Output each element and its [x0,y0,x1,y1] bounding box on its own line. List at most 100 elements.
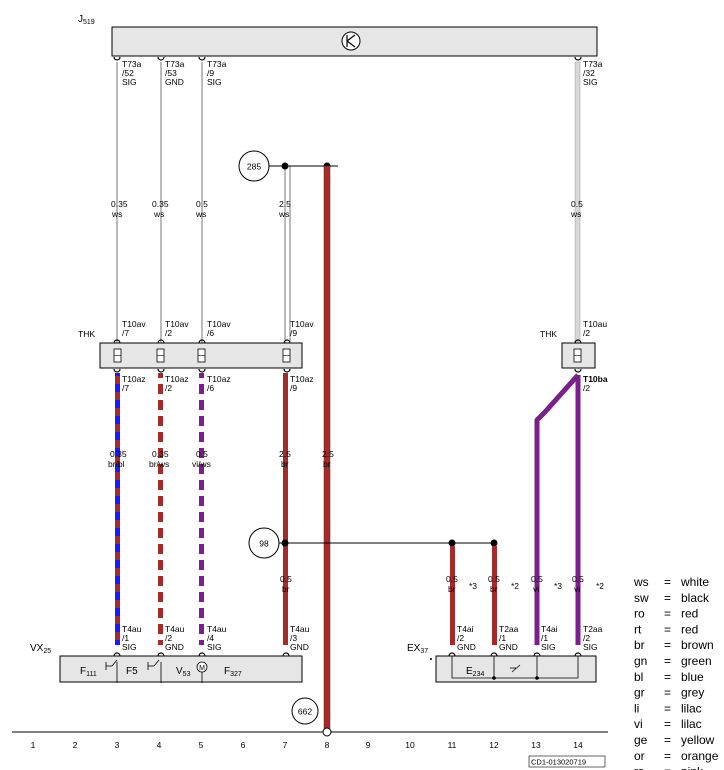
fuse-icon [156,348,165,363]
fuse-icon [573,348,582,363]
legend-abbr: ws [633,575,649,589]
legend-abbr: rs [634,765,644,770]
mid-wire-label-col7: 2.5 br [279,449,291,469]
legend-abbr: li [634,701,639,715]
column-number: 7 [283,740,288,750]
top-wire-label-col4: 0.35 ws [152,199,169,219]
ex-pin-col11: T4ai /2 GND [448,624,476,657]
wire-color: br [448,584,456,594]
legend-eq: = [664,701,671,715]
wire-note: *3 [469,581,477,591]
pin-label-line1: T4au [122,624,142,634]
switch-icon [147,659,160,670]
pin-label-line1: T10az [207,374,231,384]
vx-pin-col3: T4au /1 SIG [113,624,142,657]
pin-label-line2: /9 [207,68,214,78]
legend-abbr: gn [634,654,647,668]
legend-eq: = [664,622,671,636]
mid-wire-label-col5: 0.5 vi/ws [192,449,211,469]
pin-label-line1: T4ai [541,624,558,634]
vx-pin-col5: T4au /4 SIG [198,624,227,657]
legend-name: lilac [681,717,702,731]
legend-row: rs=pink [634,765,704,770]
wire-color: br [323,459,331,469]
legend-eq: = [664,749,671,763]
legend-abbr: sw [634,591,649,605]
legend-name: green [681,654,712,668]
wire-color: br [281,459,289,469]
ex-pin-col13: T4ai /1 SIG [533,624,558,657]
pin-label-line1: T10az [122,374,146,384]
top-wire-label-col14: 0.5 ws [570,199,583,219]
wire-col13-vi [534,373,580,645]
j519-pin-col4: T73a /53 GND [157,56,185,87]
thk-right: THK [540,329,596,369]
vx-pin-col7: T4au /3 GND [282,624,310,657]
pin-label-line3: SIG [207,642,222,652]
wire-color: ws [570,209,581,219]
vx25-module: VX25 F111 F5 V53 F327 M [30,643,303,683]
pin-label-line3: SIG [122,77,137,87]
ex37-label: EX37 [407,643,428,655]
legend-name: black [681,591,710,605]
top-wire-label-col5: 0.5 ws [195,199,208,219]
thk-top-pin-col14: T10au /2 [574,319,607,344]
legend-name: lilac [681,701,702,715]
legend-row: li = lilac [634,701,702,715]
legend-row: rt = red [634,622,698,636]
wire-color: vi [574,584,580,594]
node-285: 285 [238,150,338,182]
pin-label-line2: /7 [122,328,129,338]
legend-abbr: rt [634,622,642,636]
pin-label-line1: T10av [122,319,146,329]
wire-color: br/bl [108,459,125,469]
legend-abbr: vi [634,717,643,731]
column-number: 4 [157,740,162,750]
wire-color: ws [278,209,289,219]
legend-row: gn=green [634,654,712,668]
legend-abbr: ge [634,733,648,747]
wire-size: 0.5 [196,449,208,459]
pin-label-line2: /7 [122,383,129,393]
pin-label-line1: T4ai [457,624,474,634]
mid-wire-label-col4: 0.35 br/ws [149,449,169,469]
wire-note: *2 [596,581,604,591]
pin-label-line1: T4au [165,624,185,634]
pin-label-line3: GND [165,77,184,87]
bottom-wire-label-col14: 0.5 vi *2 [572,574,604,594]
thk-left: THK [78,329,303,369]
column-numbers: 1 2 3 4 5 6 7 8 9 10 11 12 13 14 [31,740,583,750]
motor-icon: M [196,661,208,673]
thk-top-pin-col3: T10av /7 [113,319,146,344]
pin-label-line3: SIG [207,77,222,87]
pin-label-line2: /2 [583,383,590,393]
legend-eq: = [664,670,671,684]
doc-id: CD1-013020719 [528,755,606,768]
thk-top-pin-col7: T10av /9 [283,319,314,344]
pin-label-line1: T10av [165,319,189,329]
pin-label-line2: /1 [499,633,506,643]
legend-name: blue [681,670,704,684]
pin-label-line1: T73a [165,59,185,69]
bottom-wire-label-col7: 0.5 br [280,574,292,594]
thk-bottom-pin-col4: T10az /2 [157,368,189,393]
wire-col5-viws [199,373,204,645]
thk-bottom-pin-col3: T10az /7 [113,368,146,393]
thk-top-pin-col5: T10av /6 [198,319,231,344]
wire-col7-br [283,373,288,645]
pin-label-line2: /9 [290,383,297,393]
doc-id-text: CD1-013020719 [531,758,586,767]
bottom-wire-label-col12: 0.5 br *2 [488,574,519,594]
legend-row: br=brown [634,638,714,652]
fuse-icon [282,348,291,363]
node-285-label: 285 [247,162,261,172]
column-number: 1 [31,740,36,750]
pin-label-line1: T73a [583,59,603,69]
pin-label-line2: /1 [122,633,129,643]
legend-name: red [681,622,698,636]
legend-name: orange [681,749,719,763]
vx25-box [59,655,303,683]
legend-eq: = [664,717,671,731]
color-legend: ws=whitesw=blackro=redrt=redbr=browngn=g… [633,575,719,770]
